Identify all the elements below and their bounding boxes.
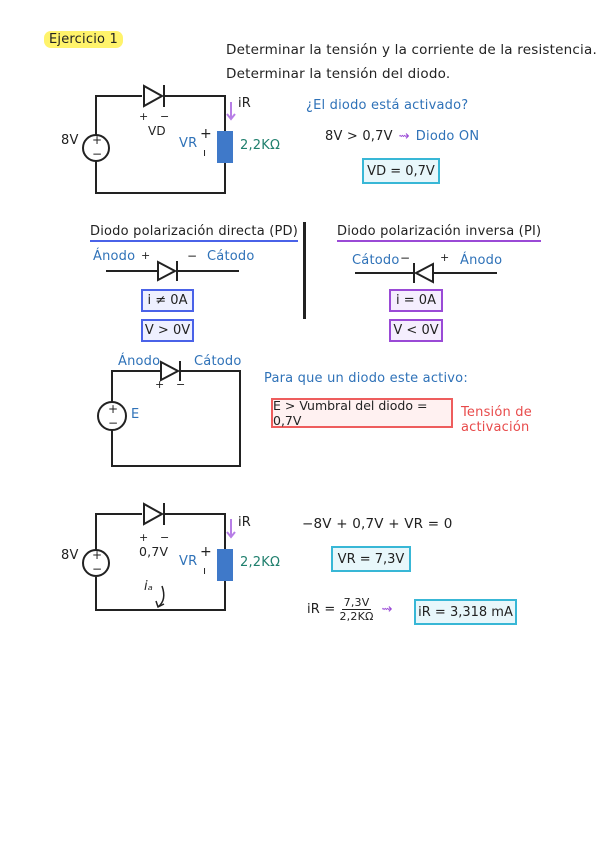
statement-2: Determinar la tensión del diodo. (226, 66, 451, 82)
c1-source-minus: − (92, 147, 103, 161)
direct-cathode: Cátodo (207, 249, 255, 264)
c1-vr-minus: ı (203, 146, 207, 159)
inverse-minus: − (400, 251, 411, 265)
diode-on-result: Diodo ON (415, 129, 480, 144)
c3-vr-label: VR (179, 554, 198, 569)
inverse-title: Diodo polarización inversa (PI) (337, 224, 542, 242)
c3-vd-minus: − (160, 531, 170, 544)
inverse-cathode: Cátodo (352, 253, 400, 268)
activation-label: Tensión de activación (461, 405, 532, 435)
arrow-icon: ⇝ (381, 602, 393, 617)
c3-vd-plus: + (139, 531, 149, 544)
ir-denominator: 2,2KΩ (339, 610, 374, 623)
c2-cathode: Cátodo (194, 354, 242, 369)
c2-source-plus: + (108, 402, 119, 416)
inverse-current-box: i = 0A (389, 289, 443, 312)
c2-source-minus: − (108, 416, 119, 430)
vd-result-box: VD = 0,7V (362, 158, 440, 184)
exercise-title: Ejercicio 1 (44, 31, 123, 48)
activation-formula-box: E > Vumbral del diodo = 0,7V (271, 398, 453, 428)
question-comparison-row: 8V > 0,7V ⇝ Diodo ON (325, 129, 479, 144)
c3-source-voltage: 8V (61, 548, 79, 563)
c3-source-minus: − (92, 562, 103, 576)
c2-source-label: E (131, 407, 140, 422)
c3-loop-current: iₐ (144, 579, 154, 594)
ir-result-box: iR = 3,318 mA (414, 599, 517, 625)
ir-fraction: 7,3V 2,2KΩ (339, 596, 373, 623)
c1-vd-plus: + (139, 110, 149, 123)
direct-minus: − (187, 249, 198, 263)
direct-anode: Ánodo (93, 249, 136, 264)
c2-plus: + (155, 378, 165, 391)
question-text: ¿El diodo está activado? (306, 98, 469, 113)
c1-vr-label: VR (179, 136, 198, 151)
c3-source-plus: + (92, 548, 103, 562)
inverse-voltage-box: V < 0V (389, 319, 443, 342)
c2-minus: − (176, 378, 186, 391)
section-divider (303, 222, 306, 319)
c1-vd-minus: − (160, 110, 170, 123)
inverse-plus: + (440, 251, 450, 264)
arrow-icon: ⇝ (398, 129, 410, 144)
c1-ir-label: iR (238, 96, 252, 111)
direct-plus: + (141, 249, 151, 262)
c3-vd-value: 0,7V (139, 544, 169, 559)
c1-vd-label: VD (148, 124, 166, 138)
c1-vr-plus: + (200, 126, 212, 142)
direct-title: Diodo polarización directa (PD) (90, 224, 298, 242)
ir-numerator: 7,3V (341, 596, 372, 610)
direct-current-box: i ≠ 0A (141, 289, 194, 312)
ir-calculation-row: iR = 7,3V 2,2KΩ ⇝ (307, 596, 393, 623)
c1-source-voltage: 8V (61, 133, 79, 148)
statement-1: Determinar la tensión y la corriente de … (226, 42, 597, 58)
c3-vr-plus: + (200, 544, 212, 560)
c3-resistance: 2,2KΩ (240, 555, 281, 570)
comparison: 8V > 0,7V (325, 129, 393, 144)
inverse-anode: Ánodo (460, 253, 503, 268)
vr-result-box: VR = 7,3V (331, 546, 411, 572)
c3-vr-minus: ı (203, 564, 207, 577)
c3-ir-label: iR (238, 515, 252, 530)
c2-anode: Ánodo (118, 354, 161, 369)
c1-resistance: 2,2KΩ (240, 138, 281, 153)
ir-lhs: iR = (307, 602, 336, 617)
kvl-equation: −8V + 0,7V + VR = 0 (302, 516, 453, 532)
direct-voltage-box: V > 0V (141, 319, 194, 342)
activation-text: Para que un diodo este activo: (264, 371, 468, 386)
c1-source-plus: + (92, 133, 103, 147)
